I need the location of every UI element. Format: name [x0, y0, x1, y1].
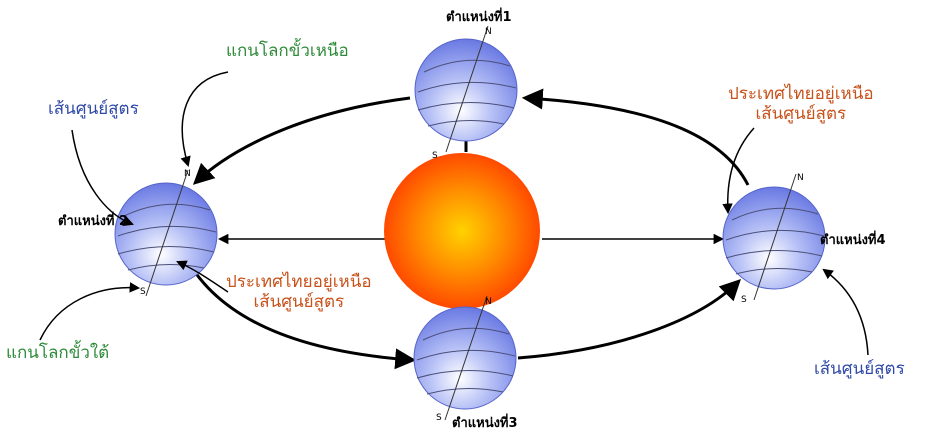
south-pole-mark-p4: S — [741, 295, 747, 305]
earth-position-1 — [415, 26, 517, 152]
south-pole-mark-p3: S — [436, 413, 442, 423]
north-pole-mark-p4: N — [797, 173, 804, 183]
thai-north-of-equator-callout-right: ประเทศไทยอยู่เหนือ เส้นศูนย์สูตร — [728, 84, 874, 125]
thai-north-line-1: ประเทศไทยอยู่เหนือ — [728, 84, 874, 104]
position-3-label: ตำแหน่งที่3 — [452, 416, 518, 432]
south-pole-mark-p2: S — [140, 287, 146, 297]
thai-south-line-1: ประเทศไทยอยู่เหนือ — [226, 272, 372, 292]
north-axis-callout: แกนโลกขั้วเหนือ — [226, 41, 349, 61]
south-pole-mark-p1: S — [432, 151, 438, 161]
equator-callout-left: เส้นศูนย์สูตร — [48, 99, 139, 119]
north-pole-mark-p3: N — [485, 297, 492, 307]
callout-arrow-south-axis — [40, 288, 138, 340]
position-2-label: ตำแหน่งที่ 2 — [58, 214, 128, 230]
orbit-arc-p1-to-p2 — [196, 98, 410, 182]
position-4-label: ตำแหน่งที่4 — [820, 233, 886, 249]
callout-arrow-equator-right — [824, 270, 868, 355]
callout-arrow-north-axis — [182, 72, 228, 165]
earth-position-3 — [414, 296, 516, 420]
north-pole-mark-p2: N — [184, 169, 191, 179]
thai-north-of-equator-callout-left: ประเทศไทยอยู่เหนือ เส้นศูนย์สูตร — [226, 272, 372, 313]
thai-north-line-2: เส้นศูนย์สูตร — [728, 104, 874, 124]
south-axis-callout: แกนโลกขั้วใต้ — [6, 343, 109, 363]
north-pole-mark-p1: N — [485, 27, 492, 37]
earth-position-2 — [115, 170, 217, 296]
position-1-label: ตำแหน่งที่1 — [446, 10, 512, 26]
orbit-arc-p3-to-p4 — [518, 282, 738, 358]
orbit-arc-p4-to-p1 — [526, 98, 748, 185]
thai-south-line-2: เส้นศูนย์สูตร — [226, 292, 372, 312]
equator-callout-right: เส้นศูนย์สูตร — [814, 359, 905, 379]
earth-position-4 — [723, 174, 825, 300]
sun — [384, 153, 540, 309]
